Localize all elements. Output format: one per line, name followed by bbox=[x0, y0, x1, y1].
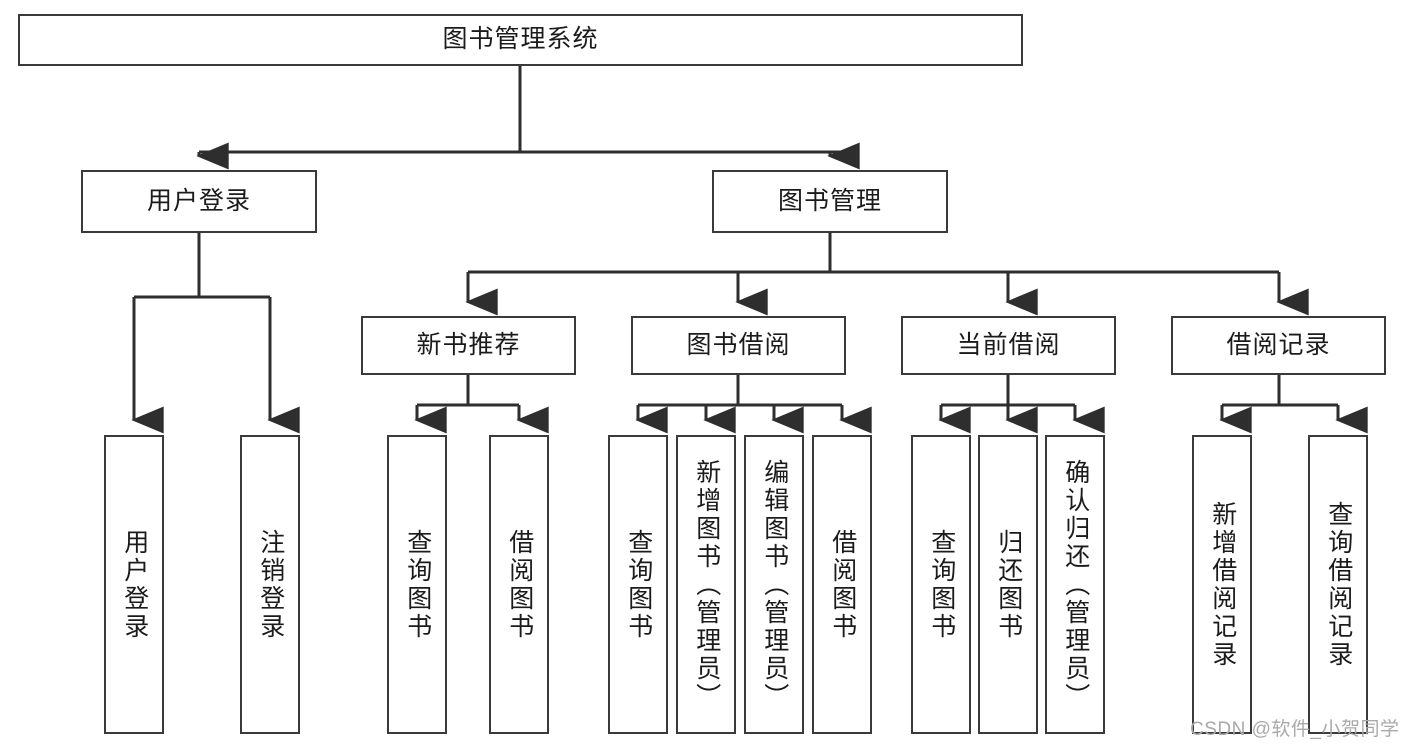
leaf-add-borrow-record[interactable]: 新增借阅记录 bbox=[1192, 435, 1252, 734]
leaf-label: 归还图书 bbox=[994, 528, 1023, 641]
leaf-label: 查询图书 bbox=[403, 528, 432, 641]
node-label: 新书推荐 bbox=[416, 330, 521, 359]
leaf-label: 借阅图书 bbox=[505, 528, 534, 641]
node-book-borrow[interactable]: 图书借阅 bbox=[631, 316, 846, 375]
node-label: 图书管理 bbox=[777, 186, 882, 215]
leaf-label: 用户登录 bbox=[120, 528, 149, 641]
leaf-borrow-book[interactable]: 借阅图书 bbox=[812, 435, 872, 734]
node-label: 借阅记录 bbox=[1226, 330, 1331, 359]
leaf-edit-book-admin[interactable]: 编辑图书（管理员） bbox=[744, 435, 804, 734]
leaf-borrow-book-newbook[interactable]: 借阅图书 bbox=[489, 435, 549, 734]
leaf-label: 借阅图书 bbox=[828, 528, 857, 641]
node-current-borrow[interactable]: 当前借阅 bbox=[901, 316, 1116, 375]
leaf-label: 新增借阅记录 bbox=[1208, 500, 1237, 669]
leaf-return-book[interactable]: 归还图书 bbox=[978, 435, 1038, 734]
leaf-label: 查询借阅记录 bbox=[1324, 500, 1353, 669]
leaf-query-book-newbook[interactable]: 查询图书 bbox=[387, 435, 447, 734]
leaf-logout-login[interactable]: 注销登录 bbox=[240, 435, 300, 734]
leaf-query-book-borrow[interactable]: 查询图书 bbox=[608, 435, 668, 734]
node-new-book-recommend[interactable]: 新书推荐 bbox=[361, 316, 576, 375]
node-borrow-record[interactable]: 借阅记录 bbox=[1171, 316, 1386, 375]
leaf-label: 编辑图书（管理员） bbox=[760, 458, 789, 711]
node-label: 当前借阅 bbox=[956, 330, 1061, 359]
leaf-add-book-admin[interactable]: 新增图书（管理员） bbox=[676, 435, 736, 734]
node-user-login[interactable]: 用户登录 bbox=[81, 170, 317, 233]
leaf-label: 查询图书 bbox=[624, 528, 653, 641]
watermark-text: CSDN @软件_小贺同学 bbox=[1190, 719, 1400, 740]
leaf-confirm-return-admin[interactable]: 确认归还（管理员） bbox=[1045, 435, 1105, 734]
leaf-label: 新增图书（管理员） bbox=[692, 458, 721, 711]
leaf-query-borrow-record[interactable]: 查询借阅记录 bbox=[1308, 435, 1368, 734]
leaf-label: 注销登录 bbox=[256, 528, 285, 641]
node-book-management-system[interactable]: 图书管理系统 bbox=[18, 14, 1023, 66]
node-book-management[interactable]: 图书管理 bbox=[712, 170, 948, 233]
leaf-label: 确认归还（管理员） bbox=[1061, 458, 1090, 711]
leaf-query-book-current[interactable]: 查询图书 bbox=[911, 435, 971, 734]
node-label: 图书借阅 bbox=[686, 330, 791, 359]
node-label: 图书管理系统 bbox=[442, 25, 599, 54]
leaf-user-login[interactable]: 用户登录 bbox=[104, 435, 164, 734]
node-label: 用户登录 bbox=[146, 186, 251, 215]
leaf-label: 查询图书 bbox=[927, 528, 956, 641]
